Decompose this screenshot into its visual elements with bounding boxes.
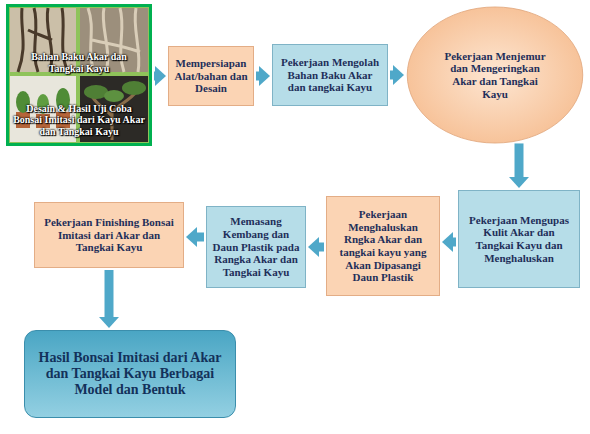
process-box: Memasang Kembang dan Daun Plastik pada R… bbox=[206, 206, 306, 288]
step-text: Pekerjaan Mengupas Kulit Akar dan Tangka… bbox=[464, 214, 574, 265]
flow-arrow bbox=[105, 270, 114, 317]
step-text: Memasang Kembang dan Daun Plastik pada R… bbox=[212, 215, 300, 278]
process-ellipse: Pekerjaan Menjemur dan Mengeringkan Akar… bbox=[406, 6, 584, 144]
flow-arrow bbox=[319, 243, 324, 252]
step-text: Pekerjaan Mengolah Bahan Baku Akar dan t… bbox=[278, 56, 382, 94]
source-panel: Bahan Baku Akar dan Tangkai KayuDesain &… bbox=[6, 4, 152, 146]
photo-caption: Desain & Hasil Uji Coba Bonsai Imitasi d… bbox=[13, 103, 145, 138]
step-text: Pekerjaan Menghaluskan Rngka Akar dan ta… bbox=[332, 208, 434, 284]
step-text: Mempersiapan Alat/bahan dan Desain bbox=[174, 57, 248, 95]
process-box: Mempersiapan Alat/bahan dan Desain bbox=[168, 46, 254, 106]
step-text: Hasil Bonsai Imitasi dari Akar dan Tangk… bbox=[37, 350, 223, 398]
flow-arrow bbox=[515, 143, 524, 177]
photo-caption: Bahan Baku Akar dan Tangkai Kayu bbox=[13, 51, 145, 74]
flow-arrow bbox=[256, 72, 259, 81]
process-box: Pekerjaan Mengupas Kulit Akar dan Tangka… bbox=[458, 190, 580, 288]
process-box: Pekerjaan Mengolah Bahan Baku Akar dan t… bbox=[272, 44, 388, 106]
flow-arrow bbox=[197, 233, 204, 242]
flow-arrow bbox=[154, 72, 155, 81]
step-text: Pekerjaan Finishing Bonsai Imitasi dari … bbox=[40, 216, 178, 254]
flow-arrow bbox=[390, 71, 393, 80]
process-box: Pekerjaan Finishing Bonsai Imitasi dari … bbox=[34, 202, 184, 268]
flow-arrow bbox=[453, 238, 456, 247]
process-box: Pekerjaan Menghaluskan Rngka Akar dan ta… bbox=[326, 196, 440, 296]
result-box: Hasil Bonsai Imitasi dari Akar dan Tangk… bbox=[24, 330, 236, 418]
step-text: Pekerjaan Menjemur dan Mengeringkan Akar… bbox=[440, 50, 550, 101]
